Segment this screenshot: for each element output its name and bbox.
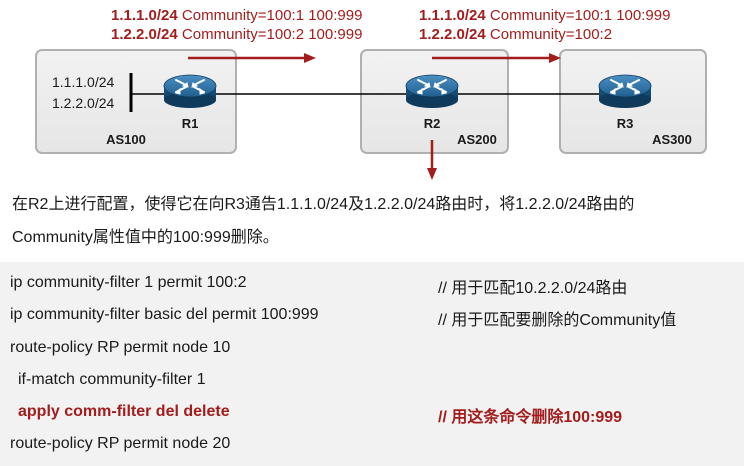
annotation-right-community2: Community=100:2: [485, 26, 613, 43]
config-block: ip community-filter 1 permit 100:2 // 用于…: [0, 262, 744, 466]
config-line-5: apply comm-filter del delete: [18, 403, 230, 420]
annotation-right-community1: Community=100:1 100:999: [485, 7, 671, 24]
annotation-left-prefix2: 1.2.2.0/24: [111, 26, 178, 43]
annotation-left-line1: 1.1.1.0/24 Community=100:1 100:999: [111, 6, 362, 26]
config-comment-2: // 用于匹配要删除的Community值: [438, 312, 677, 329]
as200-label: AS200: [457, 132, 497, 147]
config-comment-5: // 用这条命令删除100:999: [438, 409, 623, 426]
router-r1-label: R1: [182, 116, 199, 131]
config-line-2: ip community-filter basic del permit 100…: [10, 306, 319, 323]
config-line-3: route-policy RP permit node 10: [10, 339, 231, 356]
annotation-left-prefix1: 1.1.1.0/24: [111, 7, 178, 24]
topology-diagram: 1.1.1.0/24 1.2.2.0/24 R1 AS100 R2 AS200 …: [35, 49, 707, 180]
arrow-r2-config-head: [427, 168, 437, 180]
config-comment-1: // 用于匹配10.2.2.0/24路由: [438, 280, 628, 297]
annotation-right-prefix1: 1.1.1.0/24: [419, 7, 486, 24]
route-label-1: 1.1.1.0/24: [52, 74, 114, 90]
config-line-4: if-match community-filter 1: [18, 371, 206, 388]
annotation-left-line2: 1.2.2.0/24 Community=100:2 100:999: [111, 25, 362, 45]
task-description: 在R2上进行配置，使得它在向R3通告1.1.1.0/24及1.2.2.0/24路…: [12, 188, 736, 254]
route-label-2: 1.2.2.0/24: [52, 95, 114, 111]
as100-label: AS100: [106, 132, 146, 147]
annotation-right-prefix2: 1.2.2.0/24: [419, 26, 486, 43]
description-line-1: 在R2上进行配置，使得它在向R3通告1.1.1.0/24及1.2.2.0/24路…: [12, 196, 635, 213]
router-r2-icon: [405, 74, 459, 109]
config-line-6: route-policy RP permit node 20: [10, 435, 231, 452]
annotation-right-line2: 1.2.2.0/24 Community=100:2: [419, 25, 612, 45]
description-line-2: Community属性值中的100:999删除。: [12, 229, 279, 246]
router-r3-icon: [598, 74, 652, 109]
annotation-right-line1: 1.1.1.0/24 Community=100:1 100:999: [419, 6, 670, 26]
arrow-r2-to-r3-head: [549, 53, 561, 63]
as300-label: AS300: [652, 132, 692, 147]
annotation-left-community2: Community=100:2 100:999: [177, 26, 363, 43]
arrow-r1-to-r2-head: [304, 53, 316, 63]
config-line-1: ip community-filter 1 permit 100:2: [10, 274, 247, 291]
router-r1-icon: [163, 74, 217, 109]
router-r2-label: R2: [424, 116, 441, 131]
annotation-left-community1: Community=100:1 100:999: [177, 7, 363, 24]
router-r3-label: R3: [617, 116, 634, 131]
